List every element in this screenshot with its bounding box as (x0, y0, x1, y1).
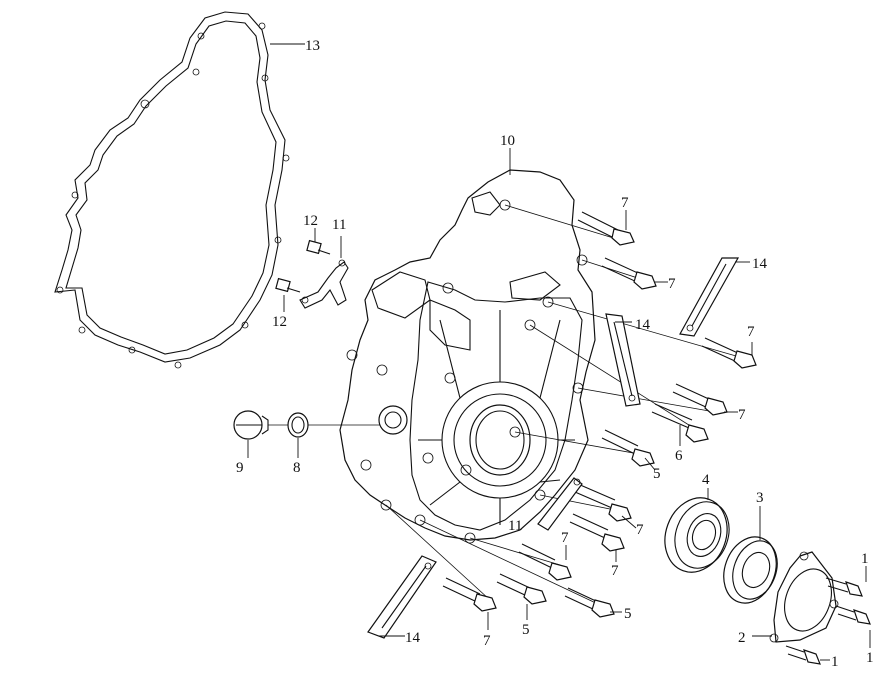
bolts (385, 204, 757, 618)
strap-clamp-14-upper (679, 257, 740, 337)
label-1c: 1 (831, 654, 839, 670)
small-bracket (299, 259, 349, 309)
label-12b: 12 (272, 314, 287, 330)
screws (785, 577, 871, 665)
label-7e: 7 (636, 522, 644, 538)
label-4: 4 (702, 472, 710, 488)
oil-seal (723, 536, 778, 604)
label-6: 6 (675, 448, 683, 464)
label-13: 13 (305, 38, 320, 54)
strap-clamp-14-lower (367, 555, 437, 639)
bolt-12-lower (275, 277, 301, 293)
crankcase-cover (339, 169, 596, 544)
retainer-plate (769, 551, 839, 643)
label-14c: 14 (405, 630, 421, 646)
label-5a: 5 (653, 466, 661, 482)
strap-clamp-11 (537, 477, 583, 531)
label-11b: 11 (508, 518, 522, 534)
bearing (664, 497, 730, 573)
label-7b: 7 (668, 276, 676, 292)
strap-clamp-14-middle (605, 313, 641, 407)
label-7d: 7 (738, 407, 746, 423)
label-2: 2 (738, 630, 746, 646)
part-labels: 13 10 7 7 14 14 7 7 6 5 4 3 7 11 7 7 5 5… (236, 38, 874, 670)
label-5b: 5 (624, 606, 632, 622)
cover-gasket (54, 11, 290, 369)
label-1b: 1 (866, 650, 874, 666)
label-5c: 5 (522, 622, 530, 638)
drain-plug (233, 410, 380, 440)
label-11a: 11 (332, 217, 346, 233)
label-10: 10 (500, 133, 515, 149)
label-1a: 1 (861, 551, 869, 567)
label-7c: 7 (747, 324, 755, 340)
leader-lines (247, 43, 871, 661)
label-12a: 12 (303, 213, 318, 229)
label-9: 9 (236, 460, 244, 476)
label-7h: 7 (483, 633, 491, 649)
label-14b: 14 (635, 317, 651, 333)
label-8: 8 (293, 460, 301, 476)
bolt-12-upper (306, 239, 331, 255)
sealing-washer (287, 412, 309, 438)
label-7f: 7 (561, 530, 569, 546)
label-7a: 7 (621, 195, 629, 211)
label-3: 3 (756, 490, 764, 506)
label-14a: 14 (752, 256, 768, 272)
label-7g: 7 (611, 563, 619, 579)
